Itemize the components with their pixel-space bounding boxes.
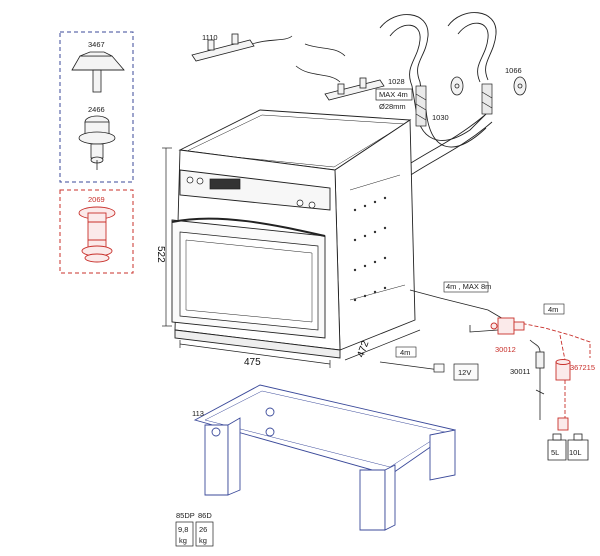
part-label-pipe-1028: 1028 — [388, 77, 405, 86]
cable-run-box — [443, 281, 489, 293]
part-label-fitting: 367215 — [570, 363, 595, 372]
weight-b-model: 86D — [198, 511, 212, 520]
battery-voltage-label: 12V — [458, 368, 471, 377]
part-label-adapter: 2069 — [88, 195, 105, 204]
dimension-lines — [162, 147, 421, 368]
flexible-hose — [415, 83, 493, 127]
part-label-valve: 30012 — [495, 345, 516, 354]
tank-small-label: 5L — [551, 448, 559, 457]
cable-run-label: 4m , MAX 8m — [446, 282, 491, 291]
pipe-max-box — [375, 88, 413, 101]
adapter-part — [78, 206, 116, 263]
height-dimension: 522 — [155, 246, 166, 263]
weight-a-unit: kg — [179, 536, 187, 545]
tank-small — [547, 433, 567, 461]
side-holes — [353, 196, 387, 302]
weight-badge-b — [195, 521, 214, 547]
part-label-cowl: 2466 — [88, 105, 105, 114]
battery — [433, 363, 479, 381]
part-label-probe: 30011 — [510, 367, 530, 376]
exhaust-pipes — [379, 12, 497, 179]
cable-a-label: 4m — [400, 348, 410, 357]
probe-part — [529, 339, 545, 420]
part-label-roof-cap: 3467 — [88, 40, 105, 49]
weight-a-value: 9,8 — [178, 525, 188, 534]
roof-cap-part — [71, 51, 125, 93]
pipe-max-label: MAX 4m — [379, 90, 408, 99]
part-label-pipe-1030: 1030 — [432, 113, 449, 122]
tank-large — [567, 433, 589, 461]
weight-a-model: 85DP — [176, 511, 195, 520]
weight-b-unit: kg — [199, 536, 207, 545]
part-label-controls: 1110 — [202, 33, 218, 42]
wiring-lines — [379, 289, 506, 371]
cable-a-box — [395, 346, 417, 358]
pipe-diameter-label: Ø28mm — [379, 102, 406, 111]
wiring-dashed-red — [504, 319, 591, 430]
width-dimension: 475 — [244, 357, 261, 368]
accessory-box-red — [59, 189, 134, 274]
weight-badge-a — [175, 521, 194, 547]
cable-b-box — [543, 303, 565, 315]
part-label-pipe-1066: 1066 — [505, 66, 522, 75]
fitting-part — [555, 359, 571, 431]
oven-unit — [171, 109, 416, 359]
part-label-frame: 113 — [192, 409, 204, 418]
oven-display — [186, 176, 316, 209]
control-panel-part — [191, 33, 293, 62]
mounting-frame — [193, 384, 457, 531]
cable-b-label: 4m — [548, 305, 558, 314]
control-panel-part-2 — [295, 43, 385, 101]
accessory-box-blue — [59, 31, 134, 183]
weight-b-value: 26 — [199, 525, 207, 534]
cowl-part — [78, 115, 116, 170]
valve-part — [490, 317, 525, 335]
tank-large-label: 10L — [569, 448, 582, 457]
pipe-flange — [450, 76, 527, 96]
